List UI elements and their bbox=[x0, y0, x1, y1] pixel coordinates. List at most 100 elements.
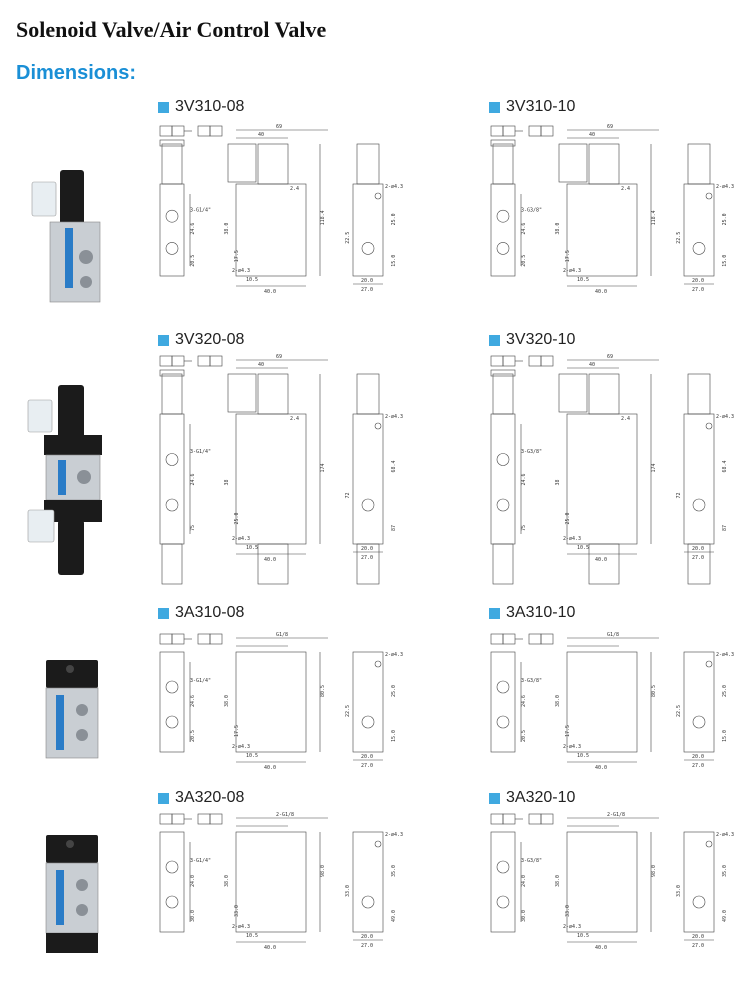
valve-symbol bbox=[490, 125, 504, 137]
dim-label: 10.5 bbox=[577, 277, 589, 283]
dim-label: 15.0 bbox=[722, 730, 728, 742]
dim-label: 25.0 bbox=[234, 512, 240, 524]
model-name: 3A310-10 bbox=[506, 604, 576, 621]
dim-label: 2-ø4.3 bbox=[716, 414, 734, 420]
dim-label: 22.5 bbox=[676, 705, 682, 717]
front-view-body bbox=[490, 413, 516, 545]
dim-label: 25.0 bbox=[565, 512, 571, 524]
side-view-body bbox=[566, 183, 638, 277]
dim-label: 24.0 bbox=[521, 875, 527, 887]
dim-label: 2-ø4.3 bbox=[563, 536, 581, 542]
end-view-body bbox=[683, 831, 715, 933]
model-marker-icon bbox=[158, 607, 169, 619]
port-label: 3-G1/4" bbox=[190, 678, 211, 684]
dim-label: 72 bbox=[345, 492, 351, 498]
valve-symbol bbox=[490, 813, 504, 825]
coil-outline bbox=[161, 373, 183, 415]
port-label: 3-G1/4" bbox=[190, 449, 211, 455]
dim-label: 2-ø4.3 bbox=[232, 536, 250, 542]
dim-label: 20.0 bbox=[692, 754, 704, 760]
dim-label: 27.0 bbox=[692, 555, 704, 561]
model-name: 3V320-10 bbox=[506, 331, 576, 348]
end-view-body bbox=[352, 831, 384, 933]
front-view-body bbox=[159, 651, 185, 753]
dim-label: 25.0 bbox=[391, 213, 397, 225]
dim-label: 24.6 bbox=[521, 223, 527, 235]
dim-label: 27.0 bbox=[361, 287, 373, 293]
port-label: 3-G3/8" bbox=[521, 678, 542, 684]
model-name: 3A320-10 bbox=[506, 789, 576, 806]
dim-label: 49.0 bbox=[391, 910, 397, 922]
dim-label: 2-ø4.3 bbox=[716, 652, 734, 658]
dim-label: 10.5 bbox=[246, 277, 258, 283]
dim-label: 20.0 bbox=[361, 934, 373, 940]
dim-label: 20.5 bbox=[190, 730, 196, 742]
model-label: 3A320-08 bbox=[158, 789, 244, 807]
model-marker-icon bbox=[158, 792, 169, 804]
dimension-drawing: 24.030.03-G1/4"2-G1/898.040.010.538.02-ø… bbox=[159, 812, 403, 951]
dim-label: 72 bbox=[676, 492, 682, 498]
dim-label: 17.5 bbox=[234, 725, 240, 737]
side-view-body bbox=[235, 183, 307, 277]
model-name: 3A320-08 bbox=[175, 789, 245, 806]
dim-label: 2-ø4.3 bbox=[563, 268, 581, 274]
dim-label: 40.0 bbox=[264, 557, 276, 563]
dim-label: 33.0 bbox=[234, 905, 240, 917]
model-label: 3V310-08 bbox=[158, 98, 244, 116]
dim-label: 20.0 bbox=[692, 278, 704, 284]
dim-label: 87 bbox=[722, 525, 728, 531]
front-view-body bbox=[490, 831, 516, 933]
valve-symbol bbox=[159, 813, 173, 825]
model-name: 3A310-08 bbox=[175, 604, 245, 621]
dim-label: 40.0 bbox=[595, 289, 607, 295]
dim-label: 38.0 bbox=[224, 875, 230, 887]
model-marker-icon bbox=[489, 334, 500, 346]
model-label: 3V310-10 bbox=[489, 98, 575, 116]
dimensions-heading: Dimensions: bbox=[16, 62, 137, 84]
model-marker-icon bbox=[158, 101, 169, 113]
dim-label: 25.0 bbox=[391, 685, 397, 697]
dim-label: 2-ø4.3 bbox=[716, 184, 734, 190]
dim-label: 24.0 bbox=[190, 875, 196, 887]
dim-label: 2-ø4.3 bbox=[385, 184, 403, 190]
dim-label: 27.0 bbox=[692, 943, 704, 949]
dim-label: 40.0 bbox=[264, 945, 276, 951]
dim-label: 20.0 bbox=[361, 278, 373, 284]
side-view-body bbox=[235, 831, 307, 933]
dimension-drawing: 24.620.53-G3/8"6940118.440.010.538.02-ø4… bbox=[490, 124, 734, 295]
end-view-body bbox=[683, 183, 715, 277]
side-view-body bbox=[235, 651, 307, 753]
dim-label: 22.5 bbox=[345, 232, 351, 244]
dim-label: 30.0 bbox=[190, 910, 196, 922]
dim-label: 2-ø4.3 bbox=[385, 414, 403, 420]
dim-label: 80.5 bbox=[651, 685, 657, 697]
dim-label: 40.0 bbox=[595, 765, 607, 771]
dim-label: 27.0 bbox=[361, 555, 373, 561]
dim-label: 10.5 bbox=[577, 753, 589, 759]
dim-label: 30.0 bbox=[521, 910, 527, 922]
dim-label: G1/8 bbox=[276, 632, 288, 638]
dim-label: 15.0 bbox=[722, 255, 728, 267]
side-view-body bbox=[566, 651, 638, 753]
dim-label: 40 bbox=[258, 362, 264, 368]
model-label: 3A310-08 bbox=[158, 604, 244, 622]
port-label: 3-G1/4" bbox=[190, 858, 211, 864]
dimension-drawing: 24.620.53-G1/4"G1/880.540.010.538.02-ø4.… bbox=[159, 632, 403, 771]
model-marker-icon bbox=[489, 101, 500, 113]
dim-label: 2-ø4.3 bbox=[563, 744, 581, 750]
dimension-drawing: 24.6753-G1/4"694017440.010.5382-ø4.32.42… bbox=[159, 354, 403, 585]
dim-label: 24.6 bbox=[190, 695, 196, 707]
dim-label: 2.4 bbox=[290, 416, 299, 422]
dim-label: 40.0 bbox=[595, 557, 607, 563]
dim-label: 38.0 bbox=[224, 695, 230, 707]
dim-label: 10.5 bbox=[246, 753, 258, 759]
dim-label: 25.0 bbox=[722, 685, 728, 697]
dim-label: 2-ø4.3 bbox=[232, 268, 250, 274]
dim-label: 17.5 bbox=[565, 725, 571, 737]
model-name: 3V320-08 bbox=[175, 331, 245, 348]
valve-symbol bbox=[159, 125, 173, 137]
dim-label: 80.5 bbox=[320, 685, 326, 697]
dim-label: 2-ø4.3 bbox=[563, 924, 581, 930]
dim-label: 22.5 bbox=[676, 232, 682, 244]
valve-photo bbox=[20, 655, 115, 810]
